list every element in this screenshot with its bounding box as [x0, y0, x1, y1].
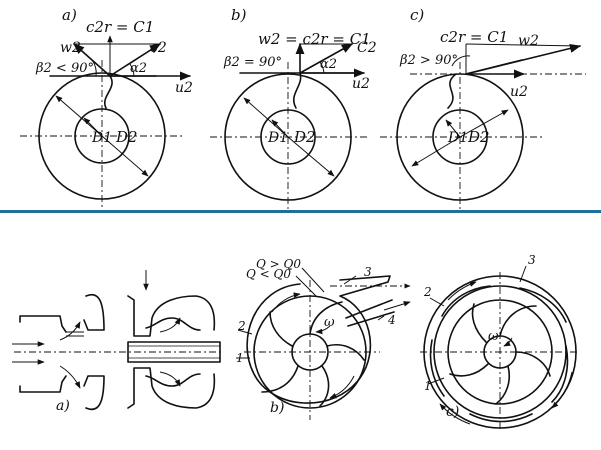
d2-label-a: D2	[115, 128, 138, 146]
label-b: b)	[231, 6, 247, 24]
beta-label-c: β2 > 90°	[399, 53, 458, 68]
divider-line	[0, 210, 601, 213]
right-casing-upper	[127, 295, 216, 337]
eq-c: c2r = C1	[440, 28, 508, 46]
d1-label-c: D1	[447, 130, 468, 146]
c2-label-b: C2	[357, 40, 377, 56]
d1-label-a: D1	[91, 130, 112, 146]
omega-label-c: ω	[488, 329, 499, 344]
u2-label-b: u2	[352, 76, 370, 92]
u2-label-c: u2	[510, 84, 528, 100]
c2-label-a: c2	[150, 40, 167, 56]
c2-vector-b	[299, 43, 353, 74]
bottom-diagram-c: 3 2 1 ω c)	[420, 253, 580, 432]
blade-b	[293, 72, 302, 109]
q-greater-label: Q > Q0	[256, 257, 301, 271]
label-2-c: 2	[423, 285, 432, 299]
left-casing-upper	[83, 293, 105, 331]
q-less-label: Q < Q0	[246, 267, 291, 281]
label-4-b: 4	[387, 313, 396, 327]
bottom-diagram-b: Q > Q0 Q < Q0 3 2 1 4 ω b)	[236, 257, 411, 420]
beta-label-a: β2 < 90°	[35, 61, 94, 76]
label-3-b: 3	[364, 265, 372, 279]
bottom-diagram-a: a)	[12, 270, 221, 414]
label-1-b: 1	[236, 351, 244, 365]
label-1-c: 1	[424, 379, 432, 393]
blade-a	[103, 75, 113, 109]
label-bottom-b: b)	[270, 400, 284, 416]
alpha-label-a: α2	[130, 61, 147, 76]
label-3-c: 3	[528, 253, 536, 267]
shaft	[127, 341, 221, 363]
u2-label-a: u2	[175, 80, 193, 96]
right-casing-lower	[127, 367, 216, 409]
blade-c	[447, 73, 457, 109]
eq-a: c2r = C1	[86, 18, 154, 36]
diffuser-vanes-c	[429, 285, 569, 423]
label-bottom-a: a)	[56, 398, 70, 414]
d2-label-c: D2	[467, 128, 490, 146]
left-casing-lower	[83, 375, 105, 411]
d2-label-b: D2	[293, 128, 316, 146]
impeller-blades-c	[449, 303, 551, 405]
label-c: c)	[410, 6, 424, 24]
label-bottom-c: c)	[446, 404, 459, 420]
d1-label-b: D1	[267, 130, 288, 146]
top-diagram-b: b) w2 = c2r = C1 C2 β2 = 90° α2 u2 D1 D2	[210, 6, 377, 210]
w2-label-c: w2	[518, 33, 539, 49]
top-diagram-c: c) c2r = C1 w2 β2 > 90° u2 D1 D2	[380, 6, 586, 210]
top-diagram-a: a) c2r = C1 w2 c2 β2 < 90° α2 u2 D1 D2	[20, 6, 193, 210]
impeller-blades-b	[261, 301, 365, 407]
c2-vector-a	[109, 43, 161, 77]
w2-label-a: w2	[60, 40, 81, 56]
omega-label-b: ω	[324, 315, 335, 330]
alpha-label-b: α2	[320, 57, 337, 72]
beta-label-b: β2 = 90°	[223, 55, 282, 70]
volute-casing-b	[246, 275, 391, 404]
label-2-b: 2	[237, 319, 246, 333]
eq-b: w2 = c2r = C1	[258, 30, 371, 48]
label-a: a)	[62, 6, 77, 24]
